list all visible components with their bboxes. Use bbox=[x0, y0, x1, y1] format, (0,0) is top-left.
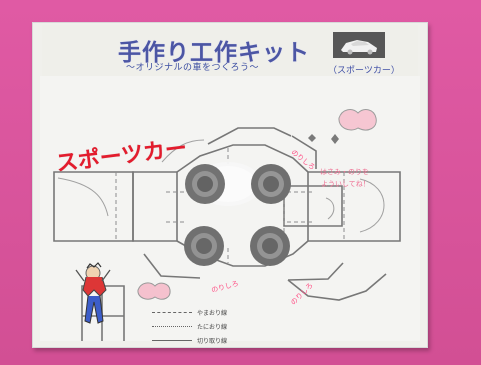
mountain-fold-label: やまおり線 bbox=[197, 310, 228, 317]
kit-title: 手作り工作キット bbox=[118, 40, 310, 66]
craft-sheet: 手作り工作キット 〜オリジナルの車をつくろう〜 （スポーツカー） bbox=[32, 22, 428, 348]
valley-fold-label: たにおり線 bbox=[197, 324, 228, 331]
glue-note: はさみ・のりを bbox=[320, 168, 369, 176]
category-label: （スポーツカー） bbox=[328, 66, 400, 76]
legend-row-cut-line: 切り取り線 bbox=[152, 336, 232, 345]
header-panel: 手作り工作キット 〜オリジナルの車をつくろう〜 （スポーツカー） bbox=[42, 25, 418, 78]
use-note: よういしてね！ bbox=[321, 180, 370, 188]
cut-line-label: 切り取り線 bbox=[197, 338, 228, 345]
legend-row-mountain-fold: やまおり線 bbox=[152, 308, 232, 317]
valley-fold-line bbox=[152, 326, 192, 327]
line-legend: やまおり線 たにおり線 切り取り線 bbox=[152, 308, 232, 350]
cutout-area: スポーツカー はさみ・のりを よういしてね！ のりしろ のりしろ のりしろ やま… bbox=[40, 76, 420, 345]
preview-car-icon bbox=[333, 32, 385, 58]
legend-row-valley-fold: たにおり線 bbox=[152, 322, 232, 331]
cut-line bbox=[152, 340, 192, 341]
mountain-fold-line bbox=[152, 312, 192, 313]
kit-subtitle: 〜オリジナルの車をつくろう〜 bbox=[126, 63, 260, 73]
